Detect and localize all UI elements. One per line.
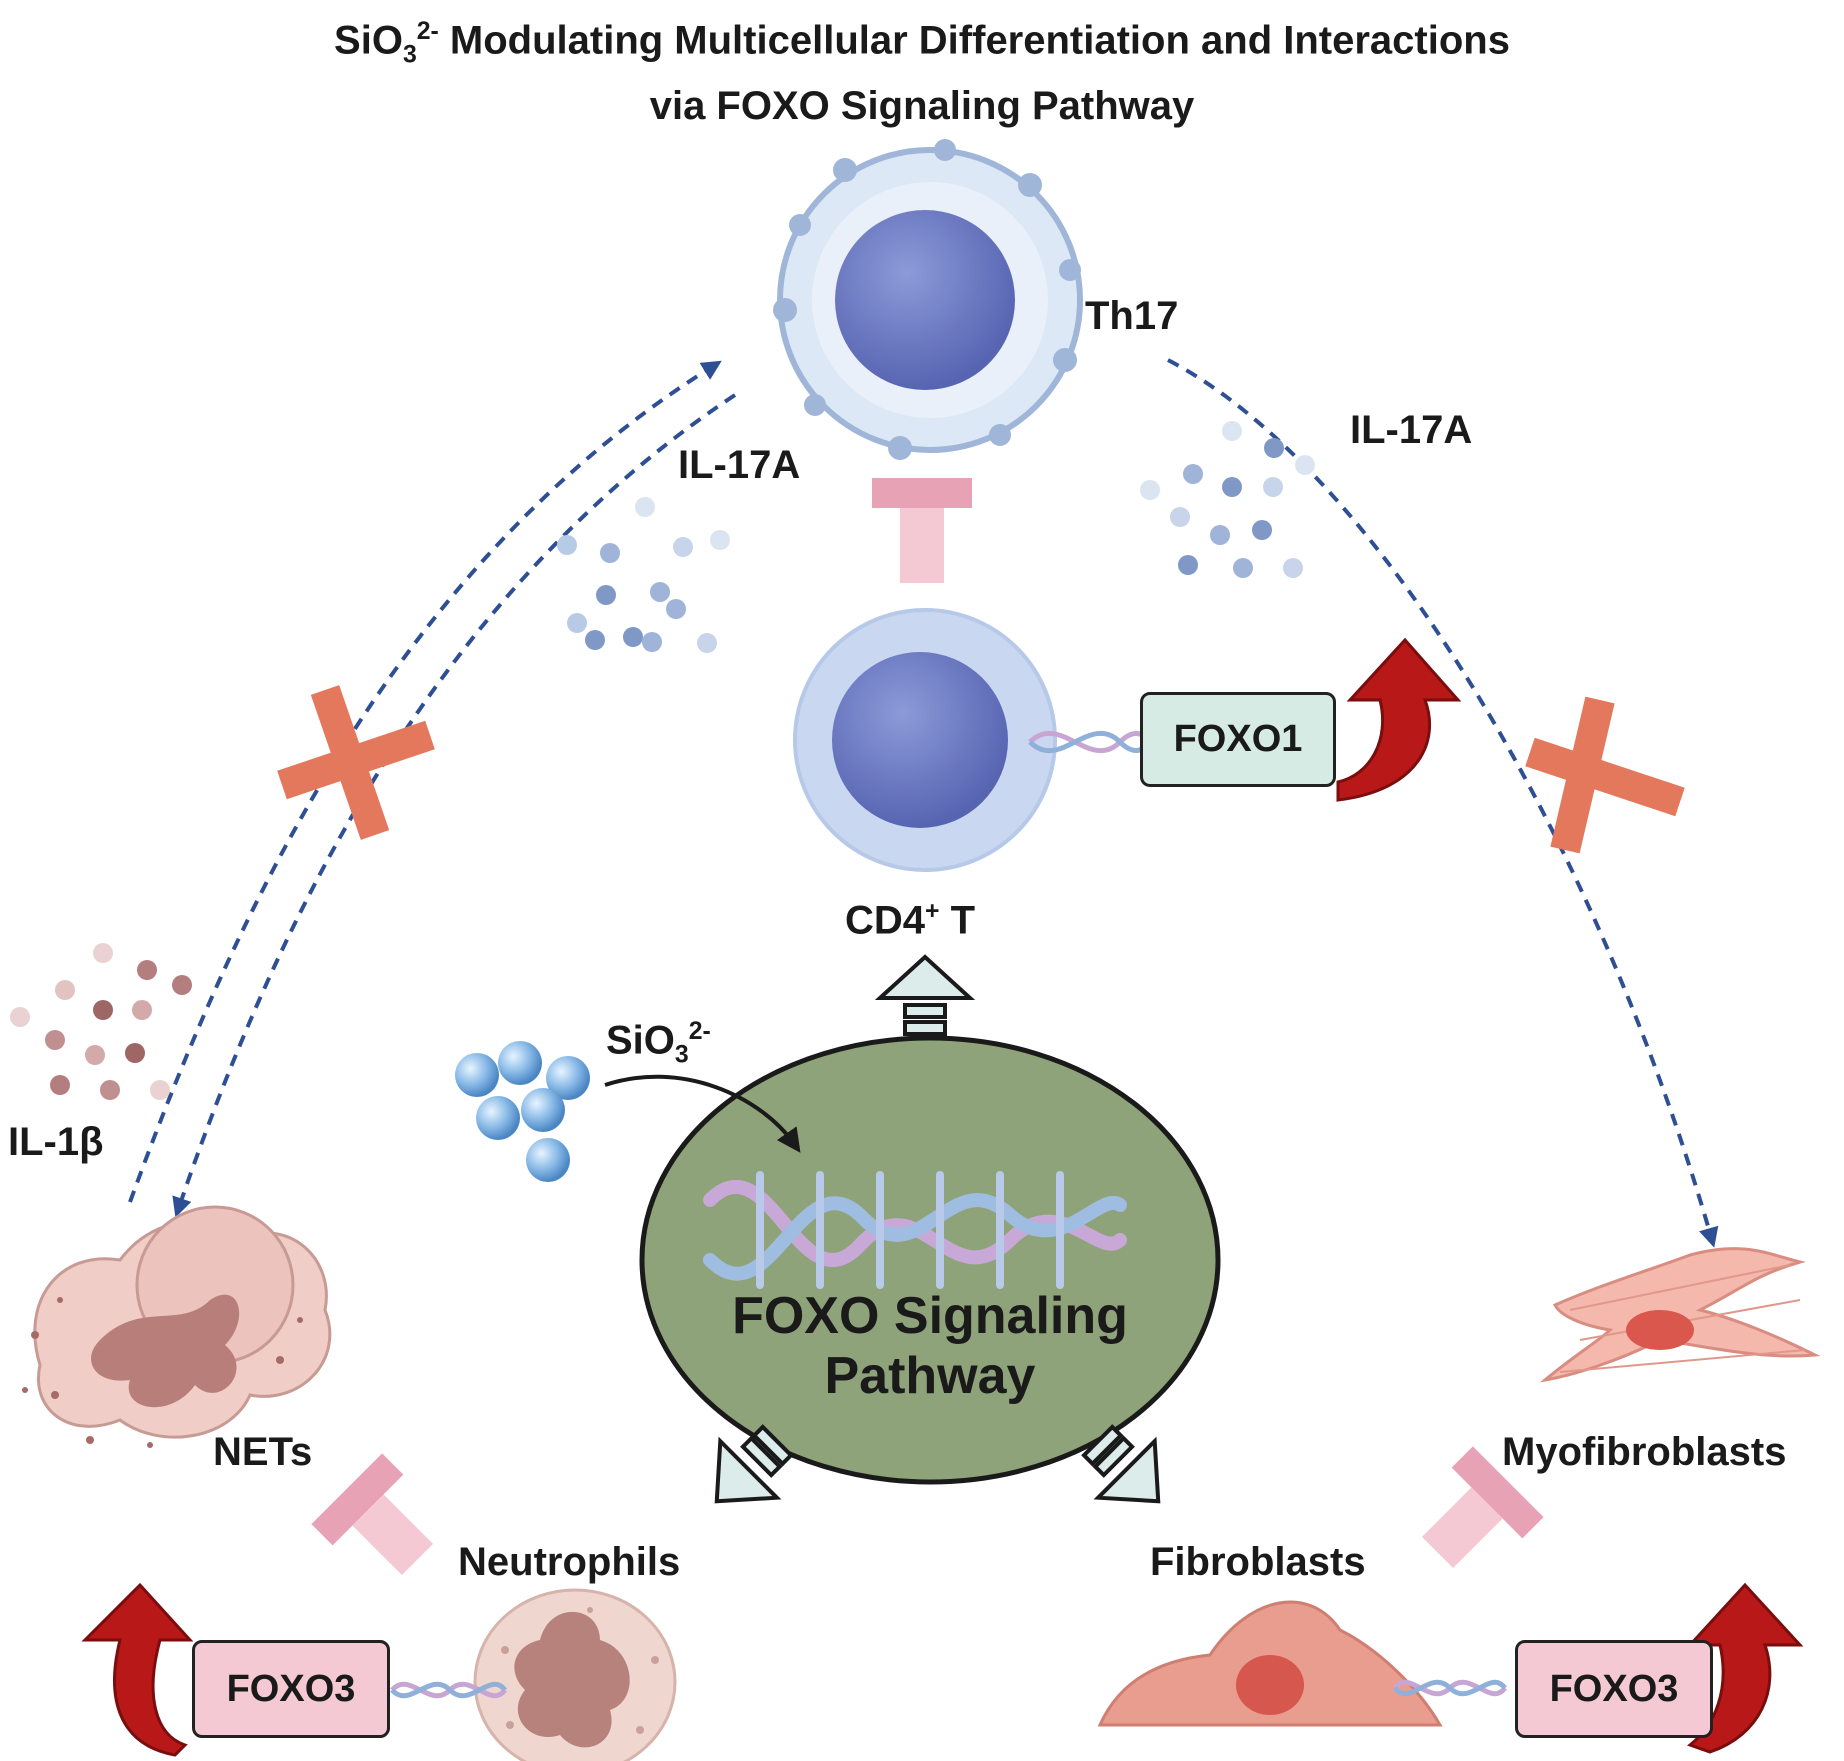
block-cross-left: [277, 685, 435, 840]
dna-icon-fibroblast: [1393, 1679, 1507, 1697]
th17-label: Th17: [1085, 294, 1179, 338]
block-cross-right: [1525, 696, 1685, 854]
up-arrow-foxo3-left: [81, 1582, 194, 1757]
hollow-arrow-to-fibroblasts: [1081, 1424, 1161, 1504]
ion-to-pathway-arrow: [604, 1074, 801, 1153]
foxo1-gene-box: FOXO1: [1140, 692, 1336, 787]
hollow-arrow-to-neutrophils: [714, 1424, 794, 1504]
silicate-ion-cluster: [455, 1041, 590, 1182]
pathway-label-line1: FOXO Signaling: [732, 1287, 1128, 1345]
myofibroblasts-label: Myofibroblasts: [1502, 1430, 1787, 1474]
sio3-ion-label: SiO32-: [606, 1018, 711, 1069]
dna-helix-icon: [703, 1171, 1127, 1289]
il1b-dots: [10, 943, 192, 1100]
figure-title-line1: SiO32- Modulating Multicellular Differen…: [334, 18, 1510, 69]
il17a-dots-left: [557, 497, 730, 653]
cd4-t-cell: [793, 608, 1057, 872]
nets-label: NETs: [213, 1430, 313, 1474]
inhibit-cd4-to-th17: [872, 478, 972, 583]
foxo3-gene-box-left: FOXO3: [192, 1640, 390, 1738]
il17a-label-right: IL-17A: [1350, 408, 1473, 452]
neutrophil-cell: [473, 1588, 677, 1761]
up-arrow-foxo1: [1336, 637, 1462, 802]
inhibit-fibroblasts-to-myofibroblasts: [1421, 1446, 1544, 1569]
foxo-pathway-ellipse: [639, 1035, 1221, 1485]
cd4-t-label: CD4+ T: [845, 898, 976, 943]
foxo3-gene-box-right: FOXO3: [1515, 1640, 1713, 1738]
myofibroblast-cell: [1539, 1247, 1821, 1383]
fibroblasts-label: Fibroblasts: [1150, 1540, 1366, 1584]
pathway-label-line2: Pathway: [824, 1347, 1036, 1405]
fibroblast-cell: [1097, 1600, 1443, 1727]
nets-cell: [22, 1205, 332, 1448]
figure-title-line2: via FOXO Signaling Pathway: [649, 84, 1195, 128]
il17a-label-left: IL-17A: [678, 443, 801, 487]
th17-cell: [773, 139, 1083, 460]
hollow-arrow-to-cd4: [874, 954, 976, 1036]
il1b-label: IL-1β: [8, 1120, 104, 1164]
dna-icon-neutrophil: [390, 1681, 507, 1699]
inhibit-neutrophils-to-nets: [311, 1453, 434, 1576]
il17a-dots-right: [1140, 421, 1315, 578]
neutrophils-label: Neutrophils: [458, 1540, 681, 1584]
